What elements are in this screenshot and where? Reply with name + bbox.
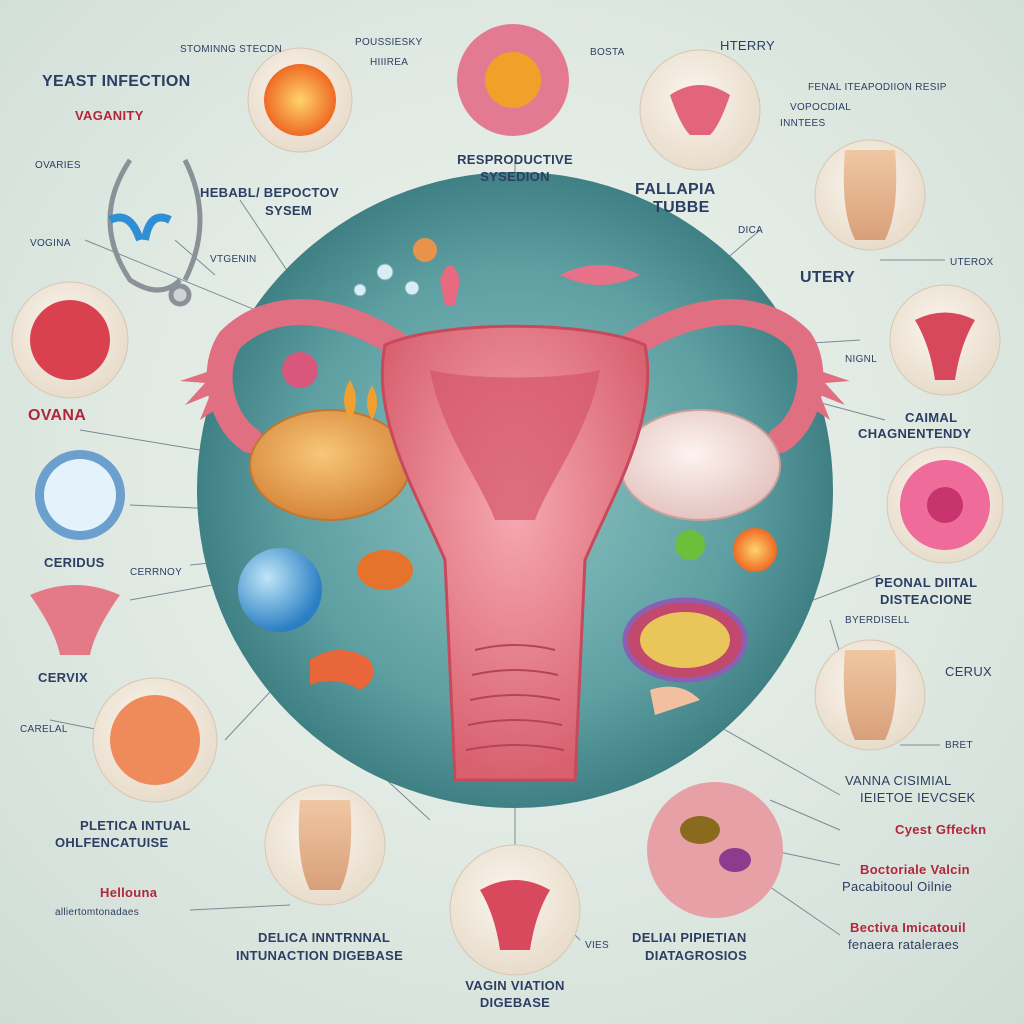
label-fallapia-1: FALLAPIA (635, 181, 716, 198)
droplet (344, 380, 356, 420)
medallion-bacteria (647, 782, 783, 918)
medallion-pink-cell (886, 446, 1004, 564)
vaginal-canal (465, 644, 565, 751)
label-pletica-2: OHLFENCATUISE (55, 835, 169, 850)
right-fallopian-tube (597, 299, 824, 453)
medallion-yeast (247, 47, 353, 153)
right-ovary (619, 409, 781, 521)
medallion-uterus-right (889, 284, 1001, 396)
label-stoming: STOMINNG STECDN (180, 44, 283, 55)
label-vtgenin: VTGENIN (210, 254, 257, 265)
medallion-hips-bottom (264, 784, 386, 906)
small-cell (413, 238, 437, 262)
label-vagin-1: VAGIN VIATION (465, 978, 565, 993)
uterus (380, 324, 650, 782)
label-reproductive-1: RESPRODUCTIVE (457, 152, 573, 167)
label-fenal: FENAL ITEAPODIION RESIP (808, 82, 947, 93)
label-caimal-2: CHAGNENTENDY (858, 426, 972, 441)
small-tube-icon (560, 265, 640, 285)
label-pelenal-1: PEONAL DIITAL (875, 575, 978, 590)
droplet (367, 385, 377, 420)
label-poussiesky: POUSSIESKY (355, 37, 423, 48)
tissue-fragment (650, 686, 700, 715)
bubble (404, 280, 420, 296)
label-inntees: INNTEES (780, 118, 826, 129)
right-fimbriae (800, 371, 850, 420)
label-cervix-left: CERVIX (38, 670, 88, 685)
medallion-uterus-top-right (639, 49, 761, 171)
label-caimal-1: CAIMAL (905, 410, 958, 425)
stethoscope-tube (108, 213, 144, 242)
label-byerdisell: BYERDISELL (845, 615, 910, 626)
label-vies: VIES (585, 940, 609, 951)
label-carelal: CARELAL (20, 724, 68, 735)
label-ceridus: CERIDUS (44, 555, 105, 570)
cell-slide-inner (640, 612, 730, 668)
label-ovana: OVANA (28, 407, 87, 424)
label-bret: BRET (945, 740, 973, 751)
label-pelenal-2: DISTEACIONE (880, 592, 973, 607)
label-bectiva-1: Bectiva Imicatouil (850, 920, 966, 935)
bubble (353, 283, 367, 297)
stethoscope-tube (141, 213, 172, 241)
left-fallopian-tube (206, 299, 433, 453)
orange-spiky-cell (733, 528, 777, 572)
medallion-hips-top (814, 139, 926, 251)
label-cerrnoy: CERRNOY (130, 567, 183, 578)
label-utery-right: UTERY (800, 269, 856, 286)
label-vanna-2: IEIETOE IEVCSEK (860, 790, 976, 805)
label-vagina-left: VOGINA (30, 238, 71, 249)
label-bosta: BOSTA (590, 47, 625, 58)
label-bectoria-1: Boctoriale Valcin (860, 862, 970, 877)
medallion-hips-right (814, 639, 926, 751)
medallion-orange-cell (92, 677, 218, 803)
label-delia-2: DIATAGROSIOS (645, 948, 748, 963)
label-delia-1: DELIAI PIPIETIAN (632, 930, 747, 945)
stethoscope-icon (107, 158, 203, 307)
label-vopocdial: VOPOCDIAL (790, 102, 852, 113)
label-hellouna-1: Hellouna (100, 885, 158, 900)
bacillus (310, 650, 374, 690)
bubble (376, 263, 394, 281)
label-vagin-2: DIGEBASE (479, 995, 551, 1010)
label-reproductive-2: SYSEDION (480, 169, 550, 184)
label-hterry: HTERRY (720, 38, 776, 53)
label-bectoria-2: Pacabitooul Oilnie (842, 879, 953, 894)
medallion-red-tissue (11, 281, 129, 399)
small-gland-icon (440, 265, 460, 305)
label-hebabl-1: HEBABL/ BEPOCTOV (200, 185, 339, 200)
label-hebabl-2: SYSEM (265, 203, 313, 218)
label-bectiva-2: fenaera rataleraes (848, 937, 959, 952)
medallion-uterus-bottom (449, 844, 581, 976)
label-fallapia-2: TUBBE (653, 199, 710, 216)
label-yeast-infection: YEAST INFECTION (42, 73, 191, 90)
label-vanna-1: VANNA CISIMIAL (845, 773, 952, 788)
green-cell (675, 530, 705, 560)
label-pletica-1: PLETICA INTUAL (80, 818, 191, 833)
label-hellouna-2: alliertomtonadaes (55, 907, 140, 918)
blue-cell (238, 548, 322, 632)
label-ovaries-top: OVARIES (35, 160, 81, 171)
medallion-uterus-left (30, 585, 120, 655)
label-delica-2: INTUNACTION DIGEBASE (236, 948, 404, 963)
label-cerux-right: CERUX (945, 664, 993, 679)
left-ovary (249, 409, 411, 521)
label-cyest: Cyest Gffeckn (895, 822, 987, 837)
label-delica-1: DELICA INNTRNNAL (258, 930, 391, 945)
label-hiiirea: HIIIREA (370, 57, 409, 68)
label-uterox: UTEROX (950, 257, 994, 268)
left-fimbriae (180, 371, 230, 420)
uterine-cavity (430, 370, 600, 520)
label-nigul: NIGNL (845, 354, 878, 365)
medallion-flower-cell (457, 24, 569, 136)
label-dica: DICA (738, 225, 764, 236)
bacterium (357, 550, 413, 590)
label-vaginity: VAGANITY (75, 108, 144, 123)
virus-particle (282, 352, 318, 388)
medallion-blue-dish (35, 450, 125, 540)
